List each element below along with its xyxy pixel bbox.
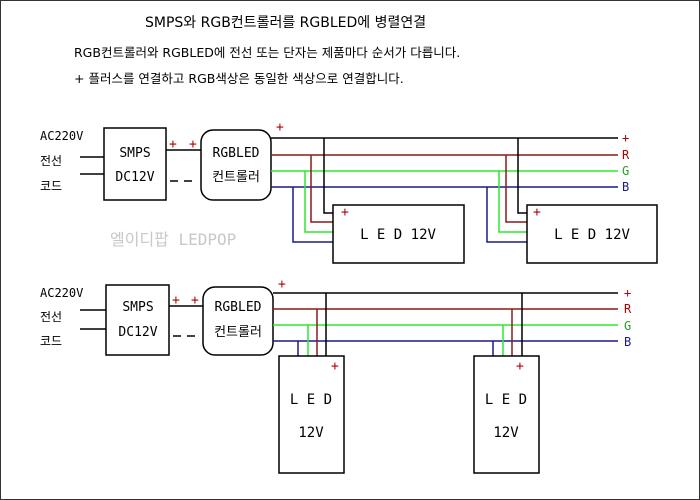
led-strip-box bbox=[332, 204, 465, 264]
drop-wire-blue bbox=[486, 187, 527, 243]
led-label: L E D bbox=[485, 392, 527, 408]
diagram-title: SMPS와 RGB컨트롤러를 RGBLED에 병렬연결 bbox=[145, 15, 427, 31]
bus-label-blue: B bbox=[624, 335, 631, 349]
smps-box bbox=[105, 284, 170, 356]
plus-mark: + bbox=[278, 277, 286, 292]
smps-voltage-label: DC12V bbox=[118, 325, 157, 340]
plus-mark: + bbox=[516, 359, 524, 374]
drop-wire-plus bbox=[323, 138, 333, 214]
controller-label-line-2: 컨트롤러 bbox=[214, 325, 262, 340]
plus-mark: + bbox=[169, 137, 177, 152]
bus-label-green: G bbox=[622, 164, 629, 178]
bus-label-plus: + bbox=[622, 131, 629, 145]
plus-mark: + bbox=[276, 120, 284, 135]
bus-label-red: R bbox=[624, 302, 632, 316]
cord-label-line-1: 전선 bbox=[40, 310, 62, 324]
drop-wire-red bbox=[310, 155, 333, 223]
led-strip-box bbox=[278, 355, 345, 474]
watermark: 엘이디팝 LEDPOP bbox=[110, 230, 236, 249]
led-voltage-label: 12V bbox=[298, 425, 324, 441]
controller-label: RGBLED bbox=[213, 146, 260, 161]
bus-label-red: R bbox=[622, 148, 630, 162]
plus-mark: + bbox=[533, 205, 541, 220]
bus-label-green: G bbox=[624, 319, 631, 333]
cord-label-line-2: 코드 bbox=[40, 334, 62, 348]
note-wire-order: RGB컨트롤러와 RGBLED에 전선 또는 단자는 제품마다 순서가 다릅니다… bbox=[74, 45, 461, 60]
plus-mark: + bbox=[331, 359, 339, 374]
smps-label: SMPS bbox=[119, 146, 150, 161]
ac-label: AC220V bbox=[40, 286, 83, 300]
led-strip-box bbox=[473, 355, 540, 474]
smps-voltage-label: DC12V bbox=[115, 170, 154, 185]
plus-mark: + bbox=[341, 205, 349, 220]
cord-label-line-2: 코드 bbox=[40, 179, 62, 193]
controller-label-line-2: 컨트롤러 bbox=[212, 170, 260, 185]
smps-box bbox=[103, 127, 167, 201]
drop-wire-blue bbox=[292, 187, 333, 243]
drop-wire-green bbox=[498, 171, 527, 233]
plus-mark: + bbox=[172, 293, 180, 308]
bus-label-blue: B bbox=[622, 180, 629, 194]
bus-label-plus: + bbox=[624, 286, 631, 300]
led-label: L E D 12V bbox=[360, 227, 436, 243]
diagram-2: AC220V 전선 코드 SMPS DC12V + + RGBLED 컨트롤러 … bbox=[40, 277, 632, 474]
smps-label: SMPS bbox=[122, 300, 153, 315]
ac-label: AC220V bbox=[40, 129, 83, 143]
rgb-controller-box bbox=[202, 286, 274, 356]
led-label: L E D 12V bbox=[554, 227, 630, 243]
diagram-1: AC220V 전선 코드 SMPS DC12V + + RGBLED 컨트롤러 … bbox=[40, 120, 658, 264]
led-voltage-label: 12V bbox=[493, 425, 519, 441]
drop-wire-red bbox=[505, 155, 527, 223]
note-connection-rule: + 플러스를 연결하고 RGB색상은 동일한 색상으로 연결합니다. bbox=[74, 71, 404, 86]
plus-mark: + bbox=[191, 293, 199, 308]
cord-label-line-1: 전선 bbox=[40, 154, 62, 168]
drop-wire-plus bbox=[517, 138, 527, 214]
drop-wire-green bbox=[304, 171, 333, 233]
rgb-controller-box bbox=[200, 129, 272, 201]
plus-mark: + bbox=[189, 137, 197, 152]
led-strip-box bbox=[526, 204, 658, 264]
led-label: L E D bbox=[290, 392, 332, 408]
controller-label: RGBLED bbox=[215, 300, 262, 315]
